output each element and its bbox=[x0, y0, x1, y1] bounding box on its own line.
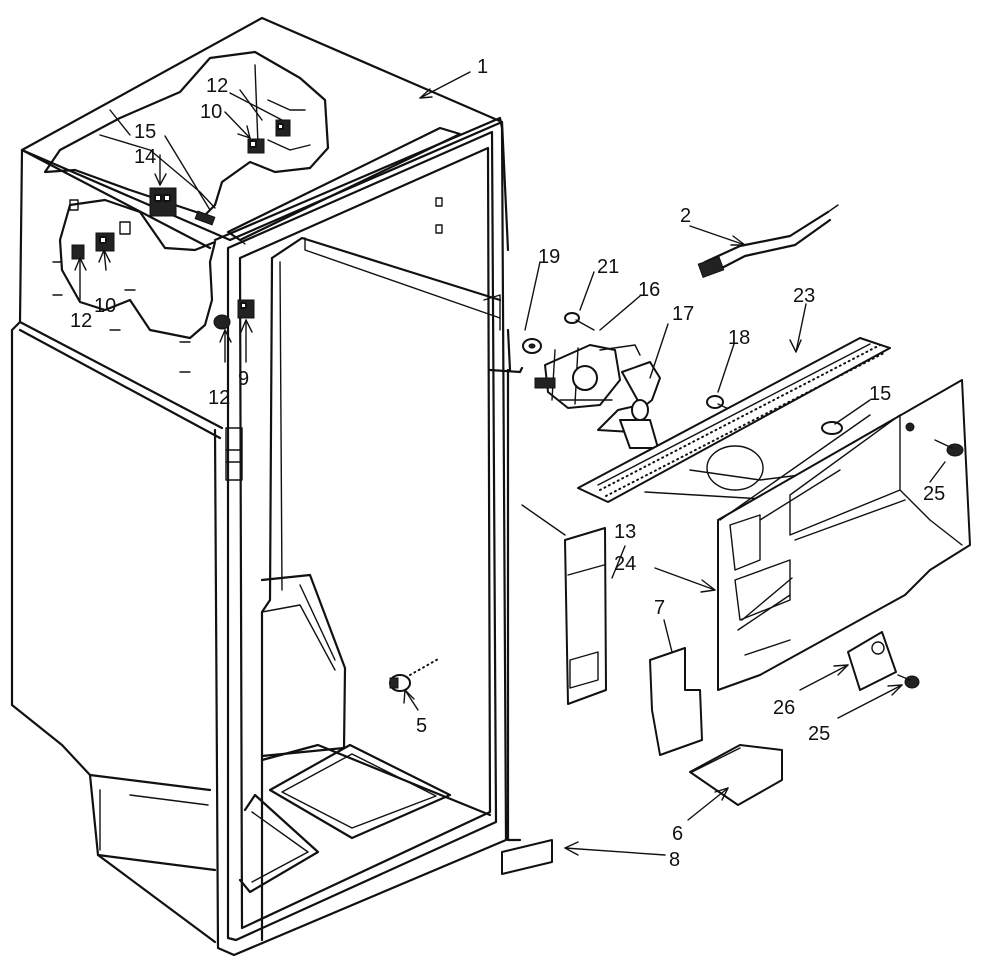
callout-leaders bbox=[74, 71, 946, 856]
strip-part-8 bbox=[501, 839, 553, 875]
callout-26: 26 bbox=[773, 697, 795, 719]
plug-part-15-top bbox=[194, 210, 216, 226]
fan-blade-part-17 bbox=[597, 361, 661, 449]
connector-part-10-left bbox=[95, 232, 115, 252]
assembly-lines bbox=[521, 399, 871, 621]
callout-10-top: 10 bbox=[200, 101, 222, 123]
callout-18: 18 bbox=[728, 327, 750, 349]
callout-15-top: 15 bbox=[134, 121, 156, 143]
callout-24: 24 bbox=[614, 553, 636, 575]
liner-front-frame bbox=[213, 116, 524, 957]
callout-5: 5 bbox=[416, 715, 427, 737]
callout-12-top: 12 bbox=[206, 75, 228, 97]
callout-23: 23 bbox=[793, 285, 815, 307]
callout-16: 16 bbox=[638, 279, 660, 301]
washer-part-19 bbox=[522, 338, 542, 354]
panel-part-13 bbox=[564, 527, 607, 705]
connector-part-14 bbox=[149, 187, 177, 217]
connector-part-9 bbox=[237, 299, 255, 319]
callout-9: 9 bbox=[238, 368, 249, 390]
callout-17: 17 bbox=[672, 303, 694, 325]
connector-part-12-top bbox=[275, 119, 291, 137]
plate-part-26 bbox=[847, 631, 897, 691]
callout-10-left: 10 bbox=[94, 295, 116, 317]
callout-13: 13 bbox=[614, 521, 636, 543]
callout-21: 21 bbox=[597, 256, 619, 278]
callout-15-right: 15 bbox=[869, 383, 891, 405]
callout-6: 6 bbox=[672, 823, 683, 845]
screw-part-25-top bbox=[934, 439, 964, 457]
bulb-part-15 bbox=[821, 421, 843, 435]
callout-19: 19 bbox=[538, 246, 560, 268]
callout-12-front: 12 bbox=[208, 387, 230, 409]
callout-25-bottom: 25 bbox=[808, 723, 830, 745]
callout-2: 2 bbox=[680, 205, 691, 227]
liner-interior bbox=[238, 573, 492, 894]
callout-14: 14 bbox=[134, 146, 156, 168]
callout-1: 1 bbox=[477, 56, 488, 78]
screw-part-21 bbox=[564, 312, 595, 331]
top-wiring-cutout bbox=[43, 50, 443, 373]
panel-part-7 bbox=[649, 647, 703, 756]
callout-numbers: 1 2 5 6 7 8 9 10 10 12 12 12 13 14 15 15… bbox=[70, 56, 945, 871]
callout-25-top: 25 bbox=[923, 483, 945, 505]
connector-part-12-front bbox=[213, 314, 231, 330]
connector-part-12-left bbox=[71, 244, 85, 260]
screw-part-25-bottom bbox=[897, 674, 920, 689]
callout-7: 7 bbox=[654, 597, 665, 619]
connector-part-10-top bbox=[247, 138, 265, 154]
callout-12-left: 12 bbox=[70, 310, 92, 332]
sensor-cable-part-2 bbox=[697, 204, 839, 278]
screw-part-5 bbox=[389, 657, 441, 692]
fan-motor-part-16 bbox=[534, 344, 641, 409]
rear-panel-part-24 bbox=[717, 379, 971, 691]
callout-8: 8 bbox=[669, 849, 680, 871]
bracket-part-6 bbox=[689, 744, 783, 806]
